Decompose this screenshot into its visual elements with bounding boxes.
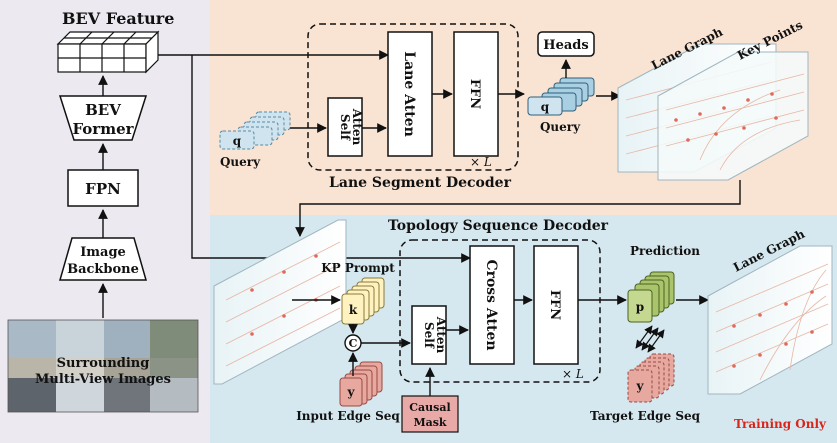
y-target-stack [627, 353, 675, 403]
heads-block [537, 31, 595, 57]
causal-mask-label-1: Causal [409, 401, 450, 414]
bev-former-label-1: BEV [85, 101, 121, 119]
xl-top-label: × L [470, 155, 492, 169]
training-only-label: Training Only [734, 417, 827, 431]
multiview-label-2: Multi-View Images [35, 372, 171, 387]
query-stack-right [527, 77, 595, 116]
query-stack-left [219, 111, 291, 150]
p-token-label: p [636, 300, 644, 314]
xl-bottom-label: × L [562, 367, 584, 381]
multiview-images [7, 319, 199, 413]
q-token-right: q [541, 100, 550, 114]
concat-label: C [349, 337, 358, 350]
k-token-stack [341, 277, 385, 325]
arrow-keypoints-to-bottommap [295, 180, 741, 237]
causal-mask-block [401, 395, 459, 433]
input-edge-seq-label: Input Edge Seq [296, 409, 400, 423]
lane-graph-bottom-map [707, 245, 833, 395]
self-atten-top-label-2: Atten [350, 108, 364, 146]
heads-label: Heads [543, 38, 588, 53]
topology-sequence-decoder-box [399, 239, 601, 383]
q-token-left: q [233, 134, 242, 148]
ffn-top-block [453, 31, 499, 157]
query-left-label: Query [220, 155, 261, 169]
cross-atten-block [469, 245, 515, 365]
causal-mask-label-2: Mask [413, 416, 446, 429]
y-input-stack [339, 361, 383, 407]
bev-former-block [58, 95, 148, 141]
y-input-label: y [347, 385, 356, 399]
query-right-label: Query [540, 120, 581, 134]
image-backbone-block [59, 237, 147, 281]
bev-former-label-2: Former [72, 120, 134, 138]
self-atten-bottom-label-2: Atten [434, 316, 448, 354]
bev-feature-grid-icon [56, 30, 160, 74]
lane-atten-label: Lane Atten [401, 51, 417, 137]
prediction-label: Prediction [630, 244, 700, 258]
lane-segment-decoder-label: Lane Segment Decoder [329, 175, 512, 191]
p-token-stack [627, 271, 675, 323]
cross-atten-label: Cross Atten [483, 259, 499, 350]
image-backbone-label-1: Image [80, 245, 126, 260]
self-atten-top-label-1: Self [338, 114, 352, 141]
ffn-bottom-label: FFN [547, 290, 562, 320]
lane-atten-block [387, 31, 433, 157]
image-backbone-label-2: Backbone [67, 262, 139, 277]
topology-sequence-decoder-label: Topology Sequence Decoder [388, 218, 609, 234]
arrow-bev-to-crossatten [191, 55, 471, 263]
multiview-label-1: Surrounding [57, 356, 150, 371]
ffn-top-label: FFN [467, 79, 482, 109]
ffn-bottom-block [533, 245, 579, 365]
self-atten-bottom-block [411, 305, 447, 365]
fpn-block [67, 169, 139, 207]
bev-feature-label: BEV Feature [62, 9, 174, 28]
key-points-map [657, 51, 809, 181]
supervision-arrows [635, 325, 665, 353]
fpn-label: FPN [85, 180, 121, 198]
target-edge-seq-label: Target Edge Seq [590, 409, 701, 423]
y-target-label: y [636, 379, 645, 393]
self-atten-top-block [327, 97, 363, 157]
k-token-label: k [349, 303, 358, 317]
self-atten-bottom-label-1: Self [422, 322, 436, 349]
kp-prompt-label: KP Prompt [321, 261, 395, 275]
